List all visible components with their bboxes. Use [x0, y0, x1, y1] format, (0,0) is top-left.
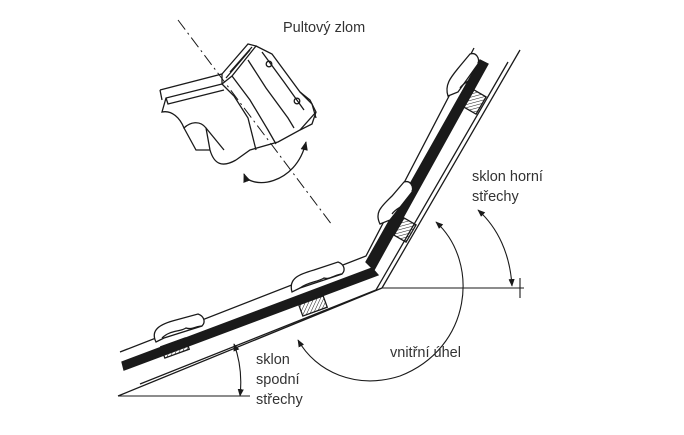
upper-slope-arc [477, 209, 515, 287]
inner-angle-label: vnitřní úhel [390, 345, 461, 361]
lower-slope-label-line1: sklon [256, 352, 290, 368]
title-label: Pultový zlom [283, 20, 365, 36]
upper-slope-label-line2: střechy [472, 189, 519, 205]
lower-ridge-caps [153, 261, 345, 359]
lower-slope-label-line2: spodní [256, 372, 300, 388]
fixing-hole [265, 60, 273, 68]
lower-slope-line [117, 287, 383, 397]
inner-angle-arc [297, 221, 464, 382]
angle-annotations [118, 209, 524, 397]
lower-slope-label-line3: střechy [256, 392, 303, 408]
upper-slope-label-line1: sklon horní [472, 169, 543, 185]
tile-left-profile [159, 73, 237, 165]
upper-membrane [365, 59, 489, 272]
lower-membrane [121, 267, 380, 371]
rotation-arrow [243, 141, 308, 184]
ridge-tile-drawing [159, 19, 333, 226]
axis-line [177, 19, 333, 226]
lower-slope-arc [233, 343, 244, 397]
fixing-hole [293, 97, 301, 105]
